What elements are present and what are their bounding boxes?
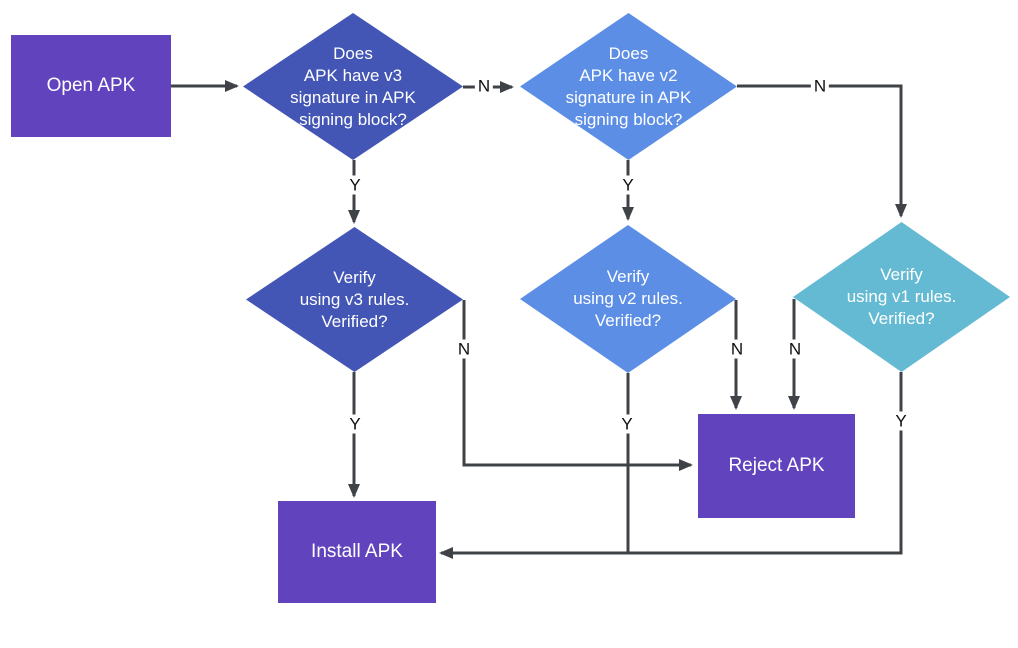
edge-label-v2question-no: N bbox=[810, 76, 830, 96]
node-install-apk: Install APK bbox=[278, 501, 436, 603]
edge-label-v3question-no: N bbox=[474, 76, 494, 96]
node-install-apk-label: Install APK bbox=[311, 541, 403, 562]
edge-label-v3question-yes: Y bbox=[346, 175, 364, 195]
node-decision-verify-v1-label: Verify using v1 rules. Verified? bbox=[846, 265, 957, 328]
edge-label-v1verify-yes: Y bbox=[892, 411, 910, 431]
node-decision-verify-v1: Verify using v1 rules. Verified? bbox=[793, 222, 1010, 372]
edge-label-v1verify-no: N bbox=[785, 339, 805, 359]
node-decision-verify-v3: Verify using v3 rules. Verified? bbox=[246, 227, 463, 372]
node-open-apk-label: Open APK bbox=[46, 75, 136, 96]
node-decision-verify-v3-label: Verify using v3 rules. Verified? bbox=[299, 267, 410, 331]
edge-v2question-no-to-v1verify bbox=[737, 84, 907, 218]
edge-label-v2question-yes: Y bbox=[619, 175, 637, 195]
edge-label-v2verify-no: N bbox=[727, 339, 747, 359]
edge-label-v2verify-yes: Y bbox=[618, 414, 636, 434]
node-open-apk: Open APK bbox=[11, 35, 171, 137]
node-decision-v3-signature: Does APK have v3 signature in APK signin… bbox=[243, 13, 463, 160]
node-decision-v2-signature: Does APK have v2 signature in APK signin… bbox=[520, 13, 737, 160]
node-decision-verify-v2-label: Verify using v2 rules. Verified? bbox=[573, 267, 683, 330]
node-decision-v2-signature-label: Does APK have v2 signature in APK signin… bbox=[565, 43, 692, 129]
node-decision-v3-signature-label: Does APK have v3 signature in APK signin… bbox=[290, 43, 416, 129]
edge-label-v3verify-no: N bbox=[454, 339, 474, 359]
node-decision-verify-v2: Verify using v2 rules. Verified? bbox=[520, 225, 736, 373]
node-reject-apk: Reject APK bbox=[698, 414, 855, 518]
edge-label-v3verify-yes: Y bbox=[346, 414, 364, 434]
node-reject-apk-label: Reject APK bbox=[728, 455, 825, 476]
